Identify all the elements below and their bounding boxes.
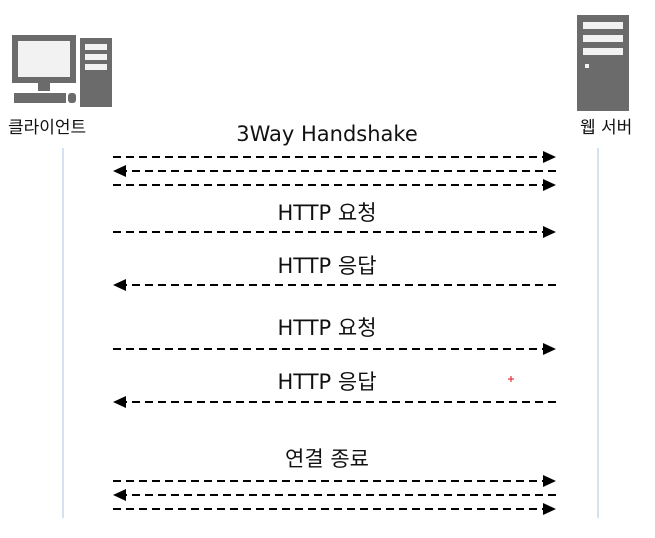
message-label-response-1: HTTP 응답: [277, 254, 376, 278]
arrow-handshake-ack: [113, 179, 556, 191]
message-label-close: 연결 종료: [285, 447, 369, 471]
server-icon: [577, 15, 629, 111]
arrow-request-2: [113, 343, 556, 355]
computer-icon: [12, 35, 112, 107]
arrow-request-1: [113, 226, 556, 238]
arrow-close-ack: [113, 503, 556, 515]
message-label-request-2: HTTP 요청: [277, 316, 376, 340]
plus-marker-icon: [508, 376, 514, 382]
server-label: 웹 서버: [580, 118, 632, 138]
arrow-close-fin-ack: [113, 489, 556, 501]
arrow-handshake-syn-ack: [113, 165, 556, 177]
message-label-response-2: HTTP 응답: [277, 370, 376, 394]
arrow-response-1: [113, 279, 556, 291]
message-label-request-1: HTTP 요청: [277, 201, 376, 225]
arrow-handshake-syn: [113, 151, 556, 163]
arrow-close-fin: [113, 475, 556, 487]
client-label: 클라이언트: [8, 118, 86, 138]
arrow-response-2: [113, 396, 556, 408]
message-label-handshake: 3Way Handshake: [236, 122, 418, 146]
